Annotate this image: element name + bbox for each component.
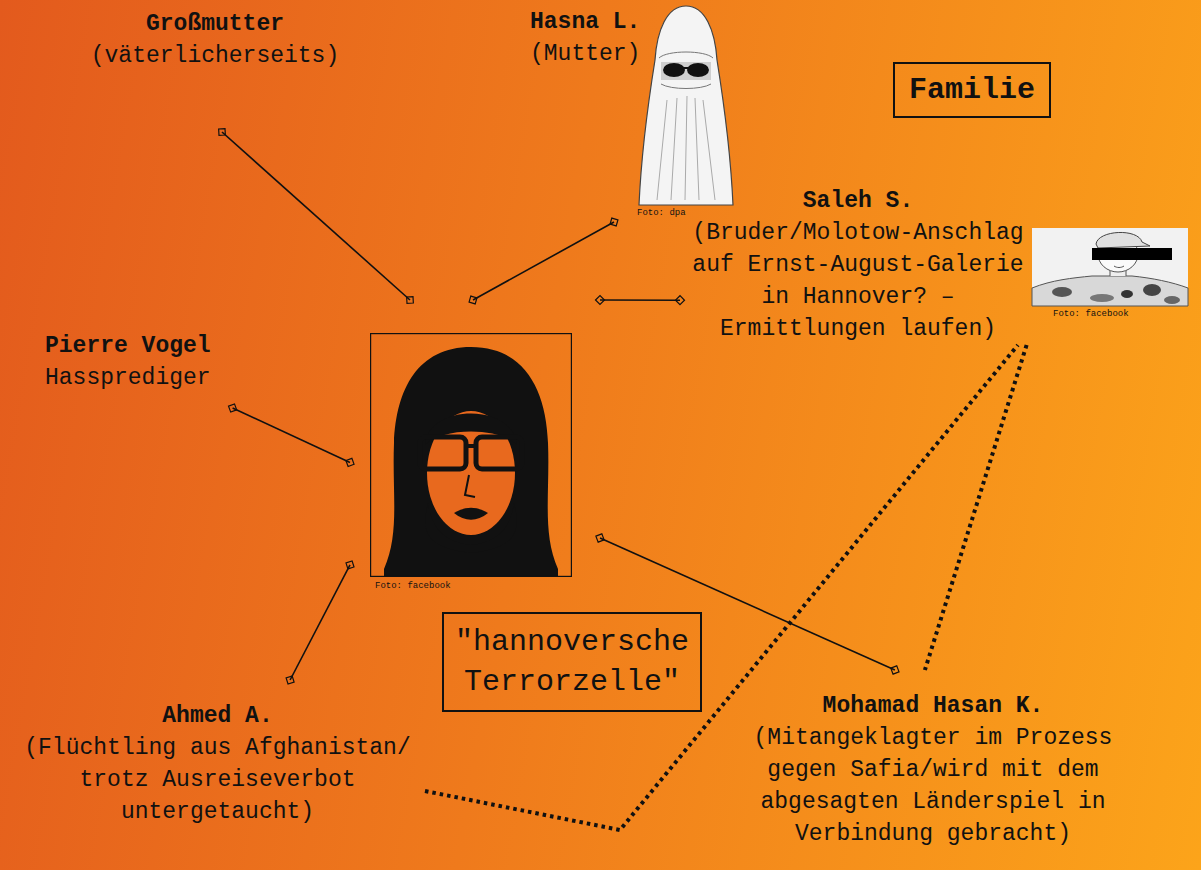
description-text: (väterlicherseits) [75, 40, 355, 72]
person-label: Großmutter(väterlicherseits) [75, 8, 355, 132]
drawing-part [1121, 290, 1133, 298]
connector-line [222, 132, 410, 300]
name-label: Pierre Vogel [45, 330, 211, 362]
drawing-part [661, 62, 711, 80]
person-label: Ahmed A.(Flüchtling aus Afghanistan/ tro… [20, 680, 425, 828]
description-text: (Mitangeklagter im Prozess gegen Safia/w… [748, 722, 1118, 850]
description-text: (Mutter) [530, 38, 740, 70]
photo-credit: Foto: dpa [637, 208, 686, 219]
drawing-part [1114, 266, 1124, 268]
drawing-part [466, 444, 476, 448]
connector-line [600, 299, 680, 301]
name-label: Mohamad Hasan K. [748, 690, 1118, 722]
drawing-part [639, 6, 733, 205]
person-label: Hasna L.(Mutter) Foto: dpa [525, 0, 740, 222]
drawing-part [371, 334, 572, 577]
drawing-part [1032, 276, 1188, 306]
drawing-part [1052, 287, 1072, 297]
drawing-part [454, 508, 488, 520]
photo-sketch [637, 0, 735, 205]
name-label: "hannoversche Terrorzelle" [454, 622, 690, 702]
veiled-figure [639, 6, 733, 205]
drawing-part [663, 63, 685, 77]
name-label: Großmutter [75, 8, 355, 40]
drawing-part [1143, 284, 1161, 296]
connector-line [473, 222, 614, 300]
name-label: Familie [909, 70, 1035, 110]
description-text: Hassprediger [45, 362, 211, 394]
name-label: Ahmed A. [20, 700, 415, 732]
drawing-part [687, 63, 709, 77]
drawing-part [661, 84, 711, 89]
drawing-part [465, 475, 475, 497]
portrait-node: Foto: facebook [350, 300, 600, 580]
drawing-part [657, 96, 715, 200]
portrait-figure [384, 347, 558, 577]
drawing-part [1096, 232, 1150, 248]
drawing-part [684, 67, 688, 69]
drawing-part [425, 503, 516, 553]
connector-line [233, 408, 350, 462]
dotted-connector [925, 345, 1027, 670]
name-label: Saleh S. [688, 185, 1028, 217]
drawing-part [1032, 228, 1188, 306]
drawing-part [659, 52, 713, 58]
drawing-part [476, 437, 522, 469]
photo-sketch [1032, 228, 1188, 306]
portrait-frame [370, 333, 572, 577]
person-label: Saleh S.(Bruder/Molotow-Anschlag auf Ern… [680, 185, 1192, 345]
photo-credit: Foto: facebook [375, 581, 451, 592]
drawing-part [425, 414, 517, 446]
person-label: Pierre VogelHassprediger [45, 330, 233, 408]
person-figure [1032, 228, 1188, 306]
photo-credit: Foto: facebook [1053, 309, 1129, 320]
drawing-part [1090, 294, 1114, 302]
drawing-part [1092, 248, 1172, 260]
group-box: Familie [893, 62, 1051, 118]
text-column: Saleh S.(Bruder/Molotow-Anschlag auf Ern… [688, 185, 1028, 345]
name-label: Hasna L. [530, 6, 740, 38]
group-box: "hannoversche Terrorzelle" [442, 612, 702, 712]
drawing-part [420, 437, 466, 469]
person-label: Mohamad Hasan K.(Mitangeklagter im Proze… [748, 670, 1118, 850]
drawing-part [1164, 296, 1180, 304]
description-text: (Flüchtling aus Afghanistan/ trotz Ausre… [20, 732, 415, 828]
connector-line [290, 565, 350, 680]
drawing-part [384, 347, 558, 577]
description-text: (Bruder/Molotow-Anschlag auf Ernst-Augus… [688, 217, 1028, 345]
